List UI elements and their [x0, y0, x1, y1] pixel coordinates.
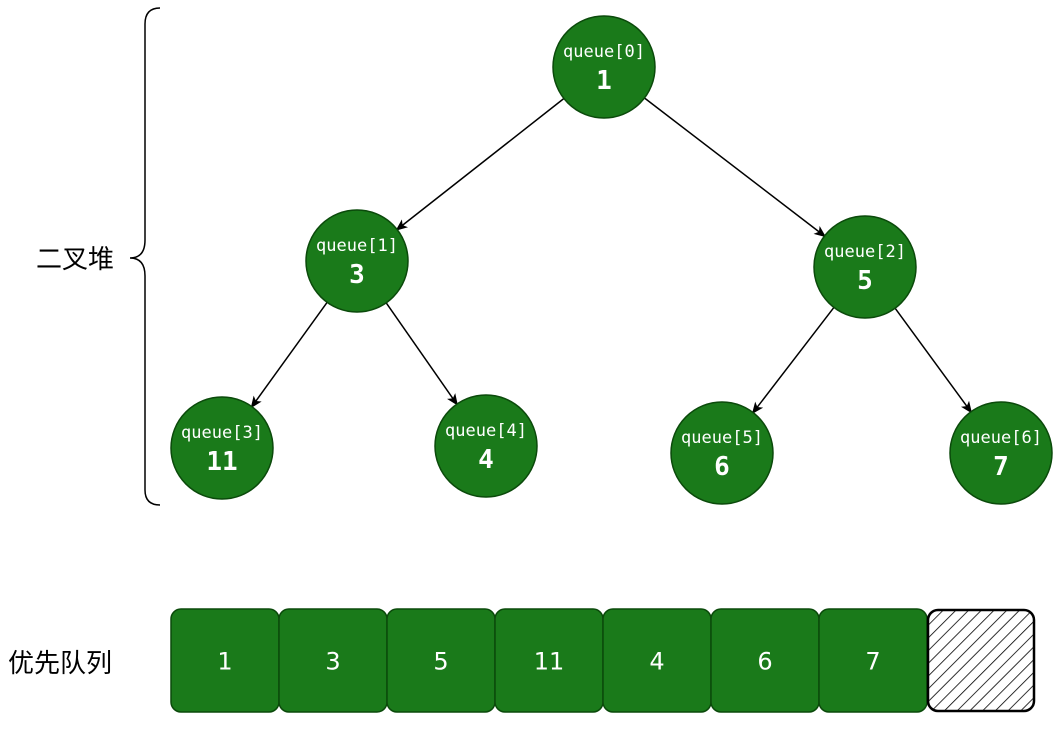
empty-cell — [926, 608, 1036, 713]
queue-cell: 6 — [710, 608, 820, 713]
heap-node: queue[1] 3 — [305, 209, 409, 313]
heap-node: queue[2] 5 — [813, 215, 917, 319]
cell-value: 5 — [433, 648, 448, 676]
node-value-label: 6 — [714, 452, 730, 482]
heap-node: queue[5] 6 — [670, 401, 774, 505]
heap-edge — [644, 97, 827, 238]
node-circle — [949, 401, 1053, 505]
cell-value: 11 — [534, 648, 565, 676]
node-circle — [170, 396, 274, 500]
cell-value: 4 — [649, 648, 664, 676]
queue-cell: 1 — [170, 608, 280, 713]
cell-value: 7 — [865, 648, 880, 676]
node-circle — [305, 209, 409, 313]
queue-label: 优先队列 — [8, 649, 112, 679]
heap-node: queue[3] 11 — [170, 396, 274, 500]
heap-edge — [894, 307, 973, 414]
node-value-label: 1 — [596, 66, 612, 96]
heap-edge — [250, 301, 328, 409]
node-value-label: 7 — [993, 452, 1009, 482]
heap-node: queue[0] 1 — [552, 15, 656, 119]
node-circle — [670, 401, 774, 505]
node-value-label: 3 — [349, 260, 365, 290]
node-value-label: 11 — [206, 447, 237, 477]
heap-node: queue[6] 7 — [949, 401, 1053, 505]
heap-nodes: queue[0]1queue[1]3queue[2]5queue[3]11que… — [170, 15, 1053, 505]
cell-value: 3 — [325, 648, 340, 676]
cell-value: 1 — [217, 648, 232, 676]
node-index-label: queue[2] — [824, 242, 906, 262]
heap-label: 二叉堆 — [36, 245, 114, 275]
node-index-label: queue[0] — [563, 42, 645, 62]
node-value-label: 5 — [857, 266, 873, 296]
cell-value: 6 — [757, 648, 772, 676]
heap-node: queue[4] 4 — [434, 394, 538, 498]
queue-array: 1 3 5 11 4 6 7 — [170, 608, 1036, 713]
queue-cell: 5 — [386, 608, 496, 713]
node-value-label: 4 — [478, 445, 494, 475]
heap-edge — [395, 97, 565, 231]
queue-cell: 4 — [602, 608, 712, 713]
node-circle — [552, 15, 656, 119]
queue-cell: 7 — [818, 608, 928, 713]
node-circle — [813, 215, 917, 319]
queue-cell: 11 — [494, 608, 604, 713]
node-index-label: queue[3] — [181, 423, 263, 443]
heap-brace — [129, 7, 161, 506]
queue-cell: 3 — [278, 608, 388, 713]
node-index-label: queue[4] — [445, 421, 527, 441]
node-index-label: queue[5] — [681, 428, 763, 448]
heap-edges — [250, 97, 973, 415]
heap-edge — [751, 306, 835, 415]
node-circle — [434, 394, 538, 498]
node-index-label: queue[6] — [960, 428, 1042, 448]
heap-edge — [385, 302, 458, 406]
node-index-label: queue[1] — [316, 236, 398, 256]
